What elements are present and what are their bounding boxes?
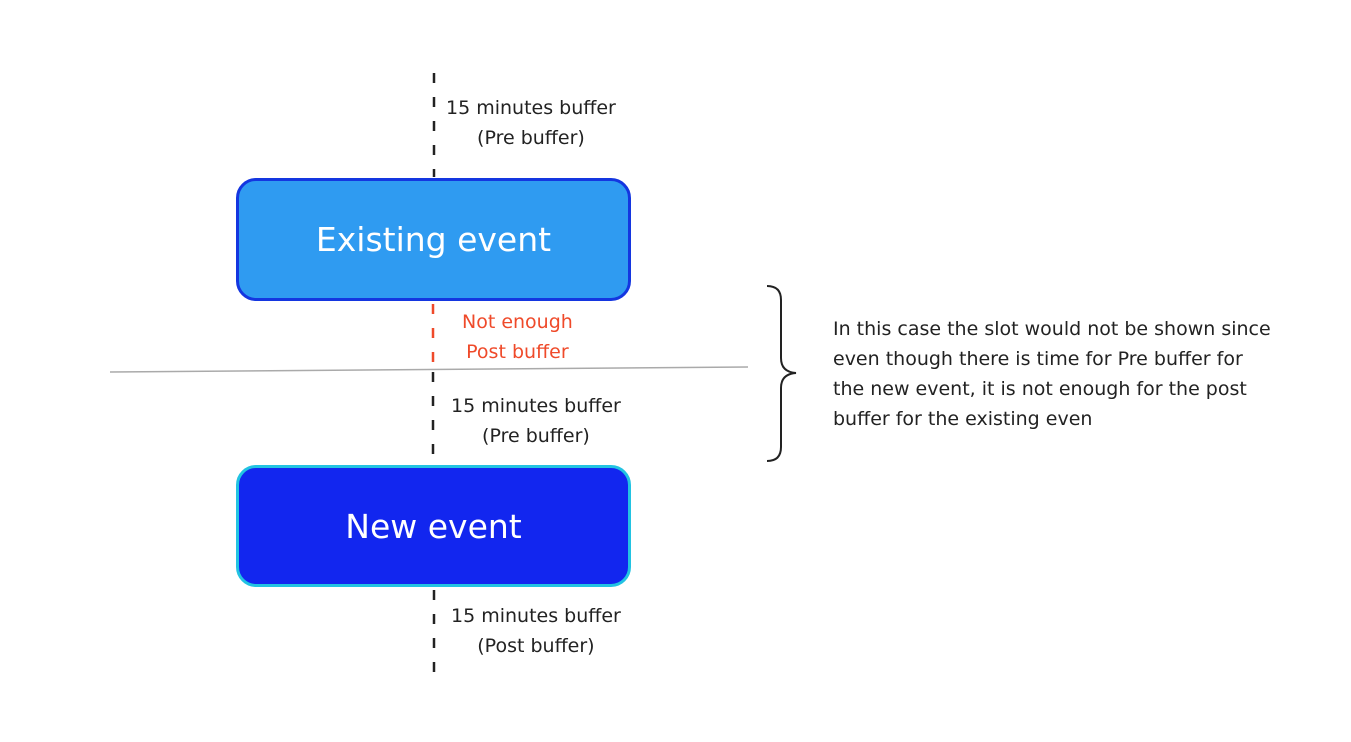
new-pre-buffer-label: 15 minutes buffer (Pre buffer) (451, 391, 621, 451)
warning-line-1: Not enough (462, 311, 573, 333)
existing-pre-buffer-duration: 15 minutes buffer (446, 97, 616, 119)
existing-pre-buffer-type: (Pre buffer) (477, 127, 585, 149)
new-event-label: New event (345, 506, 522, 546)
warning-line-2: Post buffer (466, 341, 569, 363)
new-post-buffer-label: 15 minutes buffer (Post buffer) (451, 601, 621, 661)
existing-pre-buffer-label: 15 minutes buffer (Pre buffer) (446, 93, 616, 153)
existing-post-buffer-warning: Not enough Post buffer (462, 307, 573, 367)
new-post-buffer-duration: 15 minutes buffer (451, 605, 621, 627)
new-pre-buffer-duration: 15 minutes buffer (451, 395, 621, 417)
explanation-note: In this case the slot would not be shown… (833, 318, 1271, 430)
curly-brace (766, 285, 797, 462)
existing-event-label: Existing event (315, 220, 552, 259)
slot-divider-line (109, 366, 749, 373)
new-post-buffer-type: (Post buffer) (477, 635, 595, 657)
new-pre-buffer-type: (Pre buffer) (482, 425, 590, 447)
existing-event-box: Existing event (236, 178, 631, 301)
new-event-box: New event (236, 465, 631, 587)
